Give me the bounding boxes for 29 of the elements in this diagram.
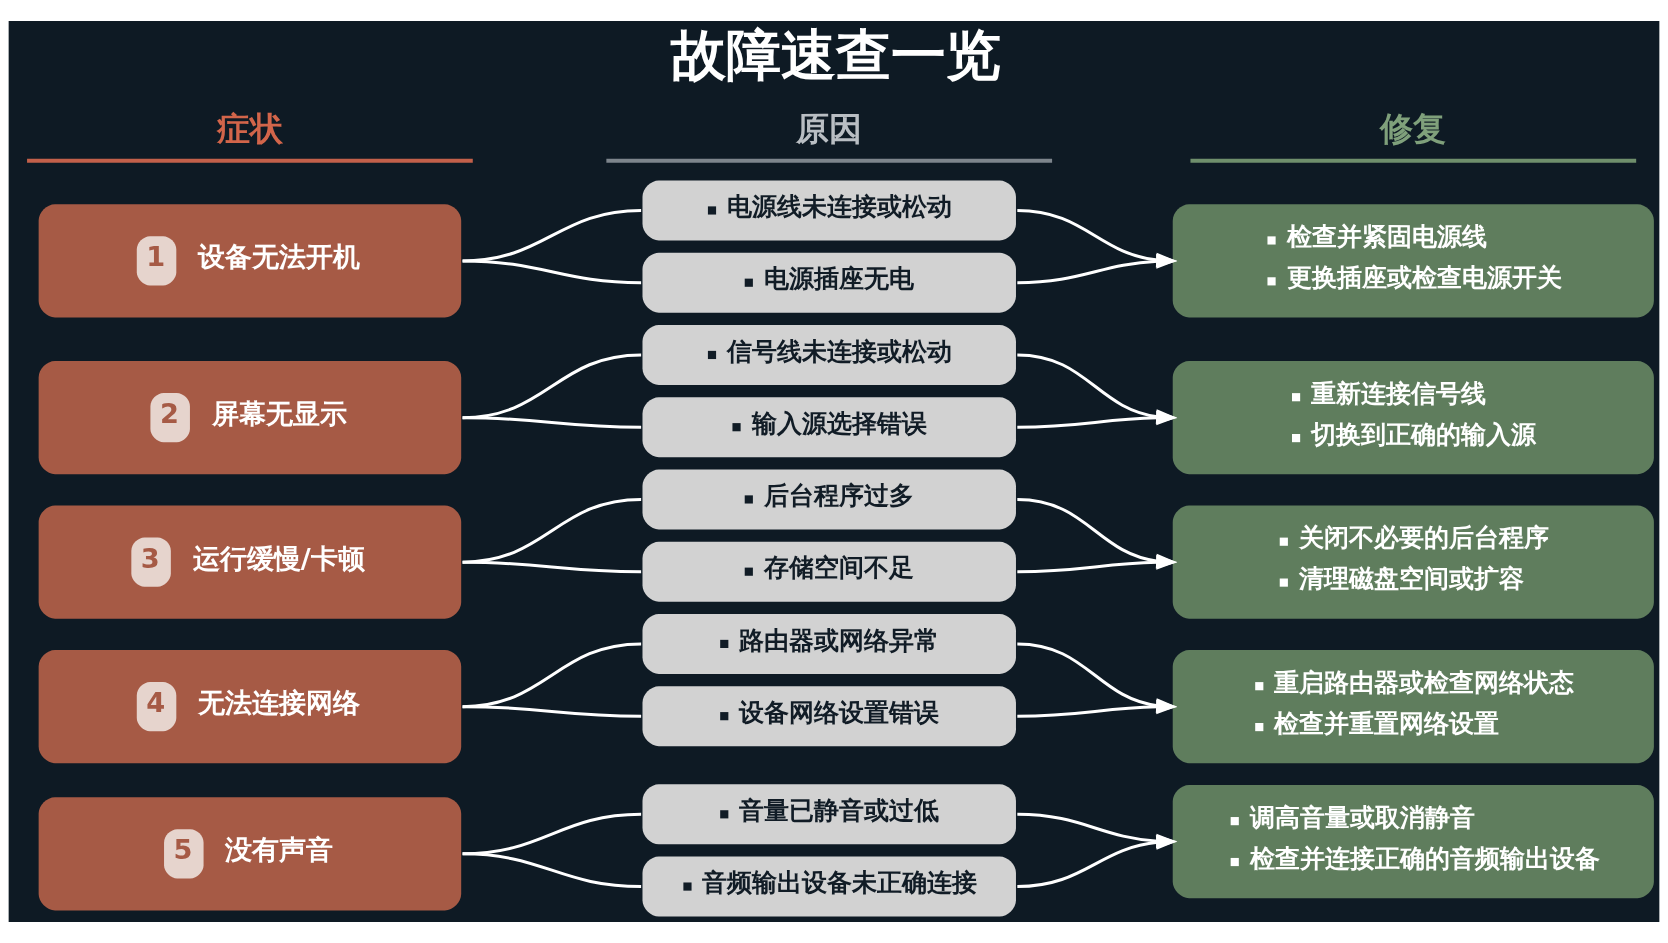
node-box: 重新连接信号线 切换到正确的输入源 [1172, 361, 1654, 475]
connector [462, 353, 642, 420]
label: 症状 [216, 109, 283, 148]
node-box: 输入源选择错误 [642, 397, 1016, 458]
node-box: 4 无法连接网络 [38, 650, 462, 764]
node-box: 信号线未连接或松动 [642, 324, 1016, 385]
node-box: 电源插座无电 [642, 252, 1016, 313]
connector [462, 208, 642, 263]
node-box: 音量已静音或过低 [642, 784, 1016, 845]
node-box: 5 没有声音 [38, 797, 462, 911]
node-box: 重启路由器或检查网络状态 检查并重置网络设置 [1172, 650, 1654, 764]
node-box: 设备网络设置错误 [642, 686, 1016, 747]
connector [462, 497, 642, 564]
node-box: 音频输出设备未正确连接 [642, 856, 1016, 917]
node-box: 路由器或网络异常 [642, 613, 1016, 674]
connector [462, 812, 642, 856]
node-box: 检查并紧固电源线 更换插座或检查电源开关 [1172, 204, 1654, 318]
label: 修复 [1379, 109, 1446, 148]
node-box: 1 设备无法开机 [38, 204, 462, 318]
node-box: 存储空间不足 [642, 541, 1016, 602]
node-box: 2 屏幕无显示 [38, 361, 462, 475]
label: 原因 [795, 109, 862, 148]
node-box: 后台程序过多 [642, 469, 1016, 530]
node-box: 电源线未连接或松动 [642, 180, 1016, 241]
node-box: 3 运行缓慢/卡顿 [38, 505, 462, 619]
node-box: 调高音量或取消静音 检查并连接正确的音频输出设备 [1172, 785, 1654, 899]
node-box: 关闭不必要的后台程序 清理磁盘空间或扩容 [1172, 505, 1654, 619]
connector [462, 642, 642, 709]
diagram-title: 故障速查一览 [671, 23, 1002, 88]
